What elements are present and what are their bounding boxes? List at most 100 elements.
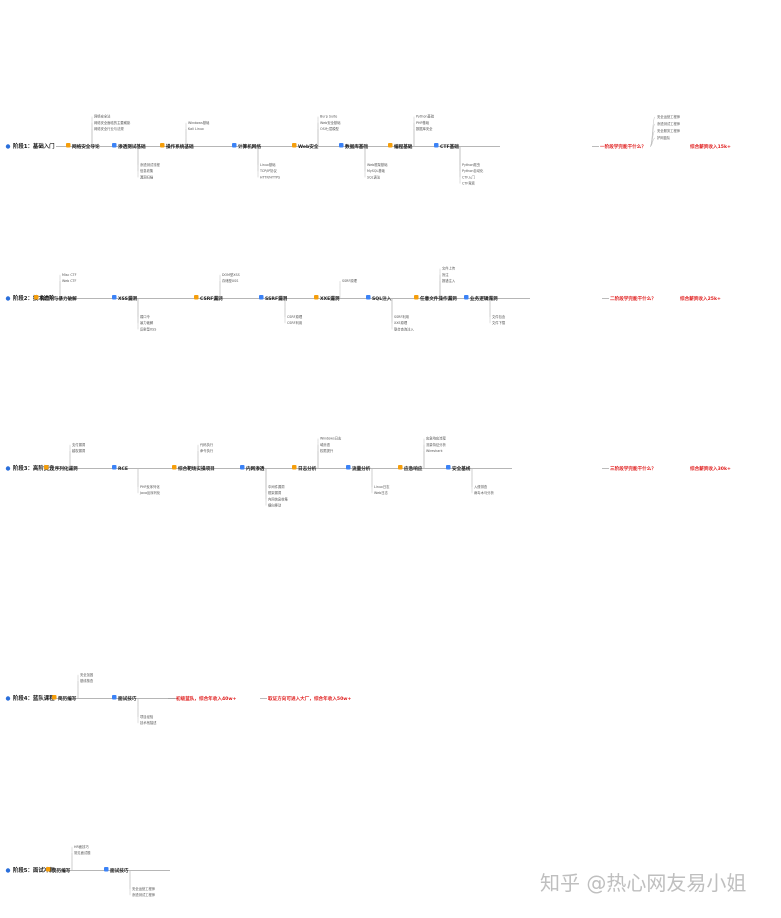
career-connector — [649, 123, 656, 147]
hub-label-stage2-4: SSRF漏洞 — [265, 295, 288, 302]
leaf-item-6: 漏洞扫描 — [140, 174, 154, 179]
outcome-note-7: 初级蓝队，综合年收入40w+ — [176, 695, 237, 702]
leaf-item-60: 应急响应流程 — [426, 436, 446, 441]
leaf-item-37: 联合查询注入 — [394, 326, 414, 331]
hub-icon — [66, 143, 71, 148]
career-role-3: 安全服务工程师 — [657, 128, 681, 133]
hub-label-stage1-5: Web安全 — [298, 143, 319, 150]
leaf-item-29: 反射型XSS — [140, 326, 156, 331]
career-connector — [649, 137, 656, 147]
leaf-item-14: Burp Suite — [320, 115, 337, 119]
hub-icon — [160, 143, 165, 148]
leaf-item-3: 网络安全法 — [94, 114, 111, 119]
leaf-item-44: 支付漏洞 — [72, 442, 86, 447]
outcome-note-5: 三阶段学完能干什么？ — [610, 465, 656, 472]
hub-icon — [446, 465, 451, 470]
leaf-item-24: CTF竞赛 — [462, 181, 476, 186]
outcome-note-4: 综合薪资收入25k+ — [680, 295, 721, 302]
hub-icon — [398, 465, 403, 470]
stage-label-5: 阶段5：面试冲刺 — [13, 866, 55, 874]
outcome-note-2: 综合薪资收入15k+ — [690, 143, 731, 150]
hub-icon — [46, 867, 51, 872]
hub-icon — [44, 465, 49, 470]
leaf-item-39: 盲注 — [442, 272, 449, 277]
leaf-item-59: 流量特征分析 — [426, 442, 446, 447]
leaf-item-54: 域渗透 — [320, 442, 331, 447]
leaf-item-48: 代码执行 — [200, 442, 214, 447]
leaf-item-11: HTTP/HTTPS — [260, 175, 280, 179]
leaf-item-41: 文件包含 — [492, 314, 506, 319]
leaf-item-42: 文件下载 — [492, 320, 506, 325]
leaf-item-38: 报错注入 — [442, 278, 456, 283]
leaf-item-13: Web安全基础 — [320, 120, 341, 125]
leaf-item-28: 暴力破解 — [140, 320, 154, 325]
career-role-1: 安全运营工程师 — [657, 114, 681, 119]
hub-icon — [292, 143, 297, 148]
hub-label-stage3-6: 流量分析 — [352, 465, 371, 472]
hub-label-stage3-8: 安全基线 — [452, 465, 471, 472]
outcome-note-6: 综合薪资收入30k+ — [690, 465, 731, 472]
stage-marker-icon — [5, 144, 11, 149]
leaf-item-51: 内网信息收集 — [268, 496, 288, 501]
stage-label-4: 阶段4：蓝队课程 — [13, 694, 55, 702]
hub-icon — [52, 695, 57, 700]
leaf-item-53: 权限提升 — [320, 448, 334, 453]
leaf-item-40: 文件上传 — [442, 266, 456, 271]
leaf-item-34: SSRF原理 — [342, 278, 358, 283]
career-role-2: 渗透测试工程师 — [657, 121, 681, 126]
outcome-note-3: 二阶段学完能干什么？ — [610, 295, 656, 302]
leaf-item-23: CTF入门 — [462, 174, 475, 179]
leaf-item-4: 渗透测试流程 — [140, 162, 160, 167]
hub-label-stage5-1: 简历编写 — [52, 867, 71, 874]
hub-icon — [314, 295, 319, 300]
leaf-item-58: Wireshark — [426, 449, 443, 453]
leaf-item-65: 项目经验 — [140, 714, 154, 719]
stage-marker-icon — [5, 696, 11, 701]
leaf-item-68: HR面技巧 — [74, 844, 89, 849]
leaf-item-33: CSRF利用 — [287, 320, 302, 325]
hub-label-stage3-1: 反序列化漏洞 — [50, 465, 78, 472]
leaf-item-9: Linux基础 — [260, 162, 276, 167]
leaf-item-2: 网络安全面临的主要威胁 — [94, 120, 131, 125]
leaf-item-27: 弱口令 — [140, 314, 151, 319]
hub-icon — [388, 143, 393, 148]
leaf-item-57: Web日志 — [374, 490, 388, 495]
stage-marker-icon — [5, 868, 11, 873]
leaf-item-50: 框架漏洞 — [268, 490, 282, 495]
hub-label-stage1-4: 计算机网络 — [238, 143, 261, 150]
hub-label-stage1-7: 编程基础 — [394, 143, 413, 150]
leaf-item-22: Python自动化 — [462, 168, 484, 173]
leaf-item-69: 安全运营工程师 — [132, 886, 156, 891]
outcome-note-1: 一阶段学完能干什么？ — [600, 143, 646, 150]
leaf-item-26: Misc CTF — [62, 273, 77, 277]
hub-label-stage4-2: 面试技巧 — [118, 695, 137, 702]
leaf-item-62: 病毒木马分析 — [474, 490, 494, 495]
leaf-item-43: 越权漏洞 — [72, 448, 86, 453]
hub-icon — [366, 295, 371, 300]
hub-icon — [232, 143, 237, 148]
hub-icon — [194, 295, 199, 300]
leaf-item-32: CSRF原理 — [287, 314, 303, 319]
hub-label-stage5-2: 面试技巧 — [110, 867, 129, 874]
leaf-item-30: 存储型XSS — [222, 278, 238, 283]
leaf-item-46: Java反序列化 — [139, 490, 161, 495]
hub-icon — [464, 295, 469, 300]
leaf-item-20: Python基础 — [416, 114, 435, 119]
hub-label-stage2-6: SQL注入 — [372, 295, 392, 302]
hub-icon — [112, 143, 117, 148]
hub-icon — [112, 465, 117, 470]
hub-label-stage1-3: 操作系统基础 — [166, 143, 194, 150]
hub-label-stage1-1: 网络安全导论 — [72, 143, 100, 150]
hub-icon — [259, 295, 264, 300]
hub-icon — [112, 295, 117, 300]
leaf-item-7: Kali Linux — [188, 127, 204, 131]
leaf-item-55: Windows日志 — [320, 436, 342, 441]
hub-label-stage2-5: XXE漏洞 — [320, 295, 340, 302]
hub-icon — [434, 143, 439, 148]
leaf-item-67: 常见面试题 — [74, 850, 91, 855]
leaf-item-17: SQL语法 — [367, 174, 381, 179]
leaf-item-15: Web框架基础 — [367, 162, 388, 167]
leaf-item-47: 命令执行 — [200, 448, 214, 453]
hub-label-stage2-8: 业务逻辑漏洞 — [470, 295, 498, 302]
